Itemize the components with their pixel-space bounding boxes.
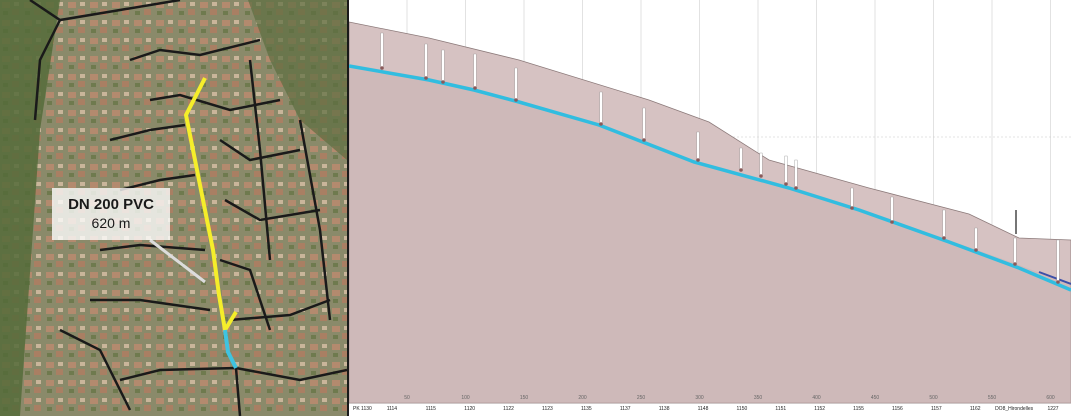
soil-below-pipe [349, 64, 1071, 403]
manhole-shaft [974, 227, 978, 251]
manhole-shaft [642, 107, 646, 141]
manhole-shaft [784, 155, 788, 185]
manhole-shaft [942, 209, 946, 239]
downstream-pipe [1038, 271, 1071, 285]
node-label: 1151 [775, 406, 786, 412]
node-label: 1123 [542, 406, 553, 412]
manhole-shaft [1056, 239, 1060, 283]
node-label: 1122 [503, 406, 514, 412]
distance-tick: 300 [695, 395, 704, 401]
manhole-node [890, 220, 894, 224]
node-label: 1148 [698, 406, 709, 412]
manhole-shaft [380, 32, 384, 69]
distance-tick: 400 [812, 395, 821, 401]
pipe-callout: DN 200 PVC 620 m [52, 188, 170, 240]
node-label: 1162 [970, 406, 981, 412]
manhole-shaft [890, 196, 894, 223]
manhole-node [380, 66, 384, 70]
distance-tick: 450 [871, 395, 880, 401]
manhole-shaft [1013, 237, 1017, 265]
manhole-shaft [424, 43, 428, 79]
manhole-shaft [739, 147, 743, 171]
new-pipe-route [184, 77, 238, 332]
distance-tick: 200 [578, 395, 587, 401]
node-label: 1135 [581, 406, 592, 412]
node-label: 1150 [737, 406, 748, 412]
vegetation-area [0, 0, 60, 416]
manhole-shaft [759, 152, 763, 177]
node-label: 1152 [814, 406, 825, 412]
node-label: DO8_Hirondelles [995, 406, 1034, 412]
manhole-node [794, 186, 798, 190]
manhole-node [784, 182, 788, 186]
distance-axis: 50 100 150 200 250 300 350 400 450 500 550 600 [404, 395, 1055, 401]
manhole-node [441, 80, 445, 84]
pipe-length-label: 620 m [91, 215, 131, 231]
longitudinal-profile: 50 100 150 200 250 300 350 400 450 500 550 600 PK 1… [347, 0, 1071, 416]
distance-tick: 100 [461, 395, 470, 401]
manhole-node [424, 76, 428, 80]
distance-tick: 500 [929, 395, 938, 401]
distance-tick: 600 [1046, 395, 1055, 401]
manhole-node [1056, 280, 1060, 284]
manhole-node [974, 248, 978, 252]
existing-network [29, 0, 347, 416]
node-label: 1156 [892, 406, 903, 412]
pipe-invert-line [349, 64, 1071, 292]
node-labels: PK 1130 1114 1115 1120 1122 1123 1135 1137 1138 1… [353, 406, 1059, 412]
manhole-shaft [850, 187, 854, 209]
manhole-node [473, 86, 477, 90]
node-label: 1138 [659, 406, 670, 412]
manhole-shaft [473, 53, 477, 89]
manhole-node [739, 168, 743, 172]
callout-leader [149, 238, 206, 284]
manhole-node [514, 98, 518, 102]
aerial-map: DN 200 PVC 620 m [0, 0, 347, 416]
manhole-shaft [696, 131, 700, 161]
manhole-shaft [599, 91, 603, 125]
manhole-node [642, 138, 646, 142]
distance-tick: 350 [754, 395, 763, 401]
node-label: 1114 [387, 406, 398, 412]
pipe-spec-label: DN 200 PVC [68, 196, 154, 213]
manhole-node [1013, 262, 1017, 266]
manhole-node [599, 122, 603, 126]
node-label: 1115 [426, 406, 437, 412]
distance-tick: 550 [988, 395, 997, 401]
manhole-node [850, 206, 854, 210]
manhole-node [696, 158, 700, 162]
manhole-node [759, 174, 763, 178]
manhole-node [942, 236, 946, 240]
node-label: 1227 [1047, 406, 1058, 412]
manhole-shaft [794, 159, 798, 189]
outlet-segment [223, 329, 238, 369]
manholes [380, 32, 1060, 284]
map-canvas [0, 0, 347, 416]
profile-canvas: 50 100 150 200 250 300 350 400 450 500 550 600 PK 1… [349, 0, 1071, 412]
node-label: 1155 [853, 406, 864, 412]
node-label: 1120 [464, 406, 475, 412]
distance-tick: 250 [637, 395, 646, 401]
node-label: PK 1130 [353, 406, 372, 412]
manhole-shaft [514, 67, 518, 101]
distance-tick: 50 [404, 395, 410, 401]
node-label: 1137 [620, 406, 631, 412]
node-label: 1157 [931, 406, 942, 412]
vegetation-area [248, 0, 347, 160]
manhole-shaft [441, 49, 445, 83]
distance-tick: 150 [520, 395, 529, 401]
